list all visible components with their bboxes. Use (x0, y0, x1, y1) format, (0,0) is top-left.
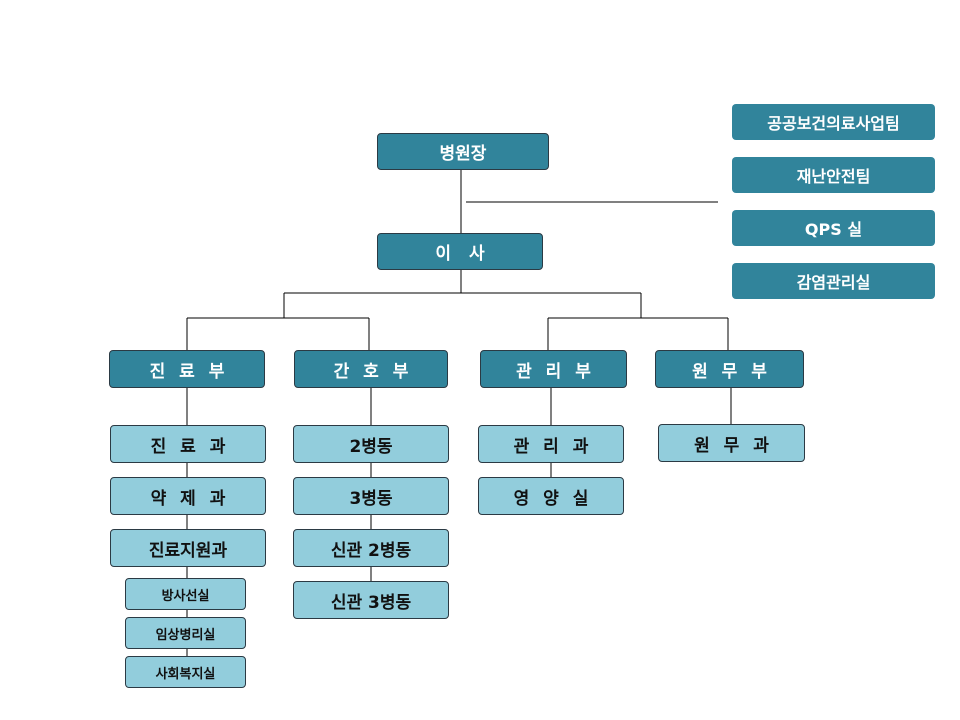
section-box: 약 제 과 (110, 477, 266, 515)
side-unit: 공공보건의료사업팀 (732, 104, 935, 140)
section-label: 3병동 (349, 488, 393, 509)
section-box: 2병동 (293, 425, 449, 463)
section-label: 진료지원과 (148, 540, 228, 561)
department-admin: 관 리 부 (480, 350, 627, 388)
side-unit-label: 재난안전팀 (796, 167, 871, 186)
section-box: 원 무 과 (658, 424, 805, 462)
section-box: 신관 3병동 (293, 581, 449, 619)
subsection-box: 임상병리실 (125, 617, 246, 649)
side-unit-label: QPS 실 (804, 220, 863, 239)
department-nursing: 간 호 부 (294, 350, 448, 388)
department-label: 관 리 부 (516, 361, 595, 382)
board-box: 이 사 (377, 233, 543, 270)
section-box: 진 료 과 (110, 425, 266, 463)
section-box: 영 양 실 (478, 477, 624, 515)
section-label: 신관 3병동 (330, 592, 412, 613)
side-unit-label: 감염관리실 (796, 273, 871, 292)
section-box: 3병동 (293, 477, 449, 515)
section-box: 진료지원과 (110, 529, 266, 567)
subsection-label: 사회복지실 (155, 666, 216, 682)
section-box: 관 리 과 (478, 425, 624, 463)
department-general: 원 무 부 (655, 350, 804, 388)
director-label: 병원장 (439, 144, 487, 164)
section-label: 진 료 과 (150, 436, 230, 457)
section-label: 신관 2병동 (330, 540, 412, 561)
subsection-box: 사회복지실 (125, 656, 246, 688)
section-box: 신관 2병동 (293, 529, 449, 567)
side-unit: 감염관리실 (732, 263, 935, 299)
department-label: 간 호 부 (333, 361, 413, 382)
side-unit: QPS 실 (732, 210, 935, 246)
subsection-label: 임상병리실 (155, 627, 216, 643)
section-label: 2병동 (349, 436, 393, 457)
director-box: 병원장 (377, 133, 549, 170)
board-label: 이 사 (435, 244, 491, 264)
section-label: 원 무 과 (694, 435, 773, 456)
department-label: 진 료 부 (149, 361, 229, 382)
section-label: 영 양 실 (513, 488, 593, 509)
section-label: 약 제 과 (150, 488, 230, 509)
department-medical: 진 료 부 (109, 350, 265, 388)
department-label: 원 무 부 (692, 361, 771, 382)
section-label: 관 리 과 (513, 436, 593, 457)
side-unit-label: 공공보건의료사업팀 (767, 114, 900, 133)
subsection-label: 방사선실 (161, 588, 210, 604)
subsection-box: 방사선실 (125, 578, 246, 610)
side-unit: 재난안전팀 (732, 157, 935, 193)
